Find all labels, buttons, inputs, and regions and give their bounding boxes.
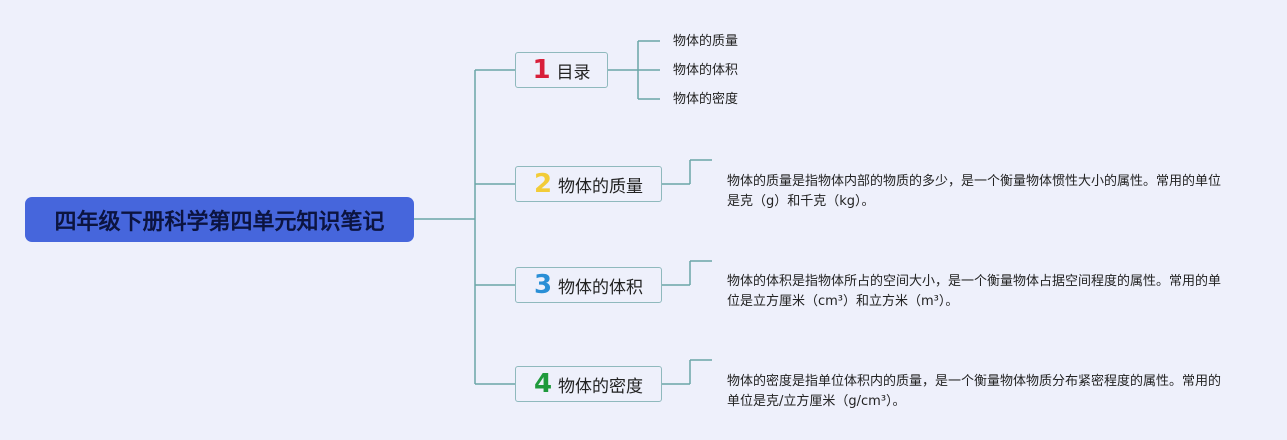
volume-description: 物体的体积是指物体所占的空间大小，是一个衡量物体占据空间程度的属性。常用的单位是… <box>727 274 1222 309</box>
branch-node-volume[interactable]: 3 物体的体积 <box>515 267 662 303</box>
toc-item-volume[interactable]: 物体的体积 <box>673 63 739 78</box>
branch-label: 物体的质量 <box>558 176 644 197</box>
branch-node-mass[interactable]: 2 物体的质量 <box>515 166 662 202</box>
density-description: 物体的密度是指单位体积内的质量，是一个衡量物体物质分布紧密程度的属性。常用的单位… <box>727 374 1222 409</box>
branch-label: 目录 <box>556 62 591 83</box>
desc-connector-3 <box>662 260 712 286</box>
root-title: 四年级下册科学第四单元知识笔记 <box>54 209 385 235</box>
desc-connector-4 <box>662 359 712 385</box>
root-node[interactable]: 四年级下册科学第四单元知识笔记 <box>25 197 414 242</box>
toc-item-mass[interactable]: 物体的质量 <box>673 34 739 49</box>
desc-connector-2 <box>662 159 712 185</box>
branch-number: 2 <box>533 169 553 199</box>
toc-connector <box>608 40 660 100</box>
branch-number: 3 <box>533 270 553 300</box>
branch-number: 1 <box>532 55 551 85</box>
mass-description: 物体的质量是指物体内部的物质的多少，是一个衡量物体惯性大小的属性。常用的单位是克… <box>727 174 1222 209</box>
branch-number: 4 <box>533 369 553 399</box>
branch-node-toc[interactable]: 1 目录 <box>515 52 608 88</box>
branch-label: 物体的体积 <box>558 277 644 298</box>
toc-item-density[interactable]: 物体的密度 <box>673 92 739 107</box>
branch-label: 物体的密度 <box>558 376 644 397</box>
branch-node-density[interactable]: 4 物体的密度 <box>515 366 662 402</box>
